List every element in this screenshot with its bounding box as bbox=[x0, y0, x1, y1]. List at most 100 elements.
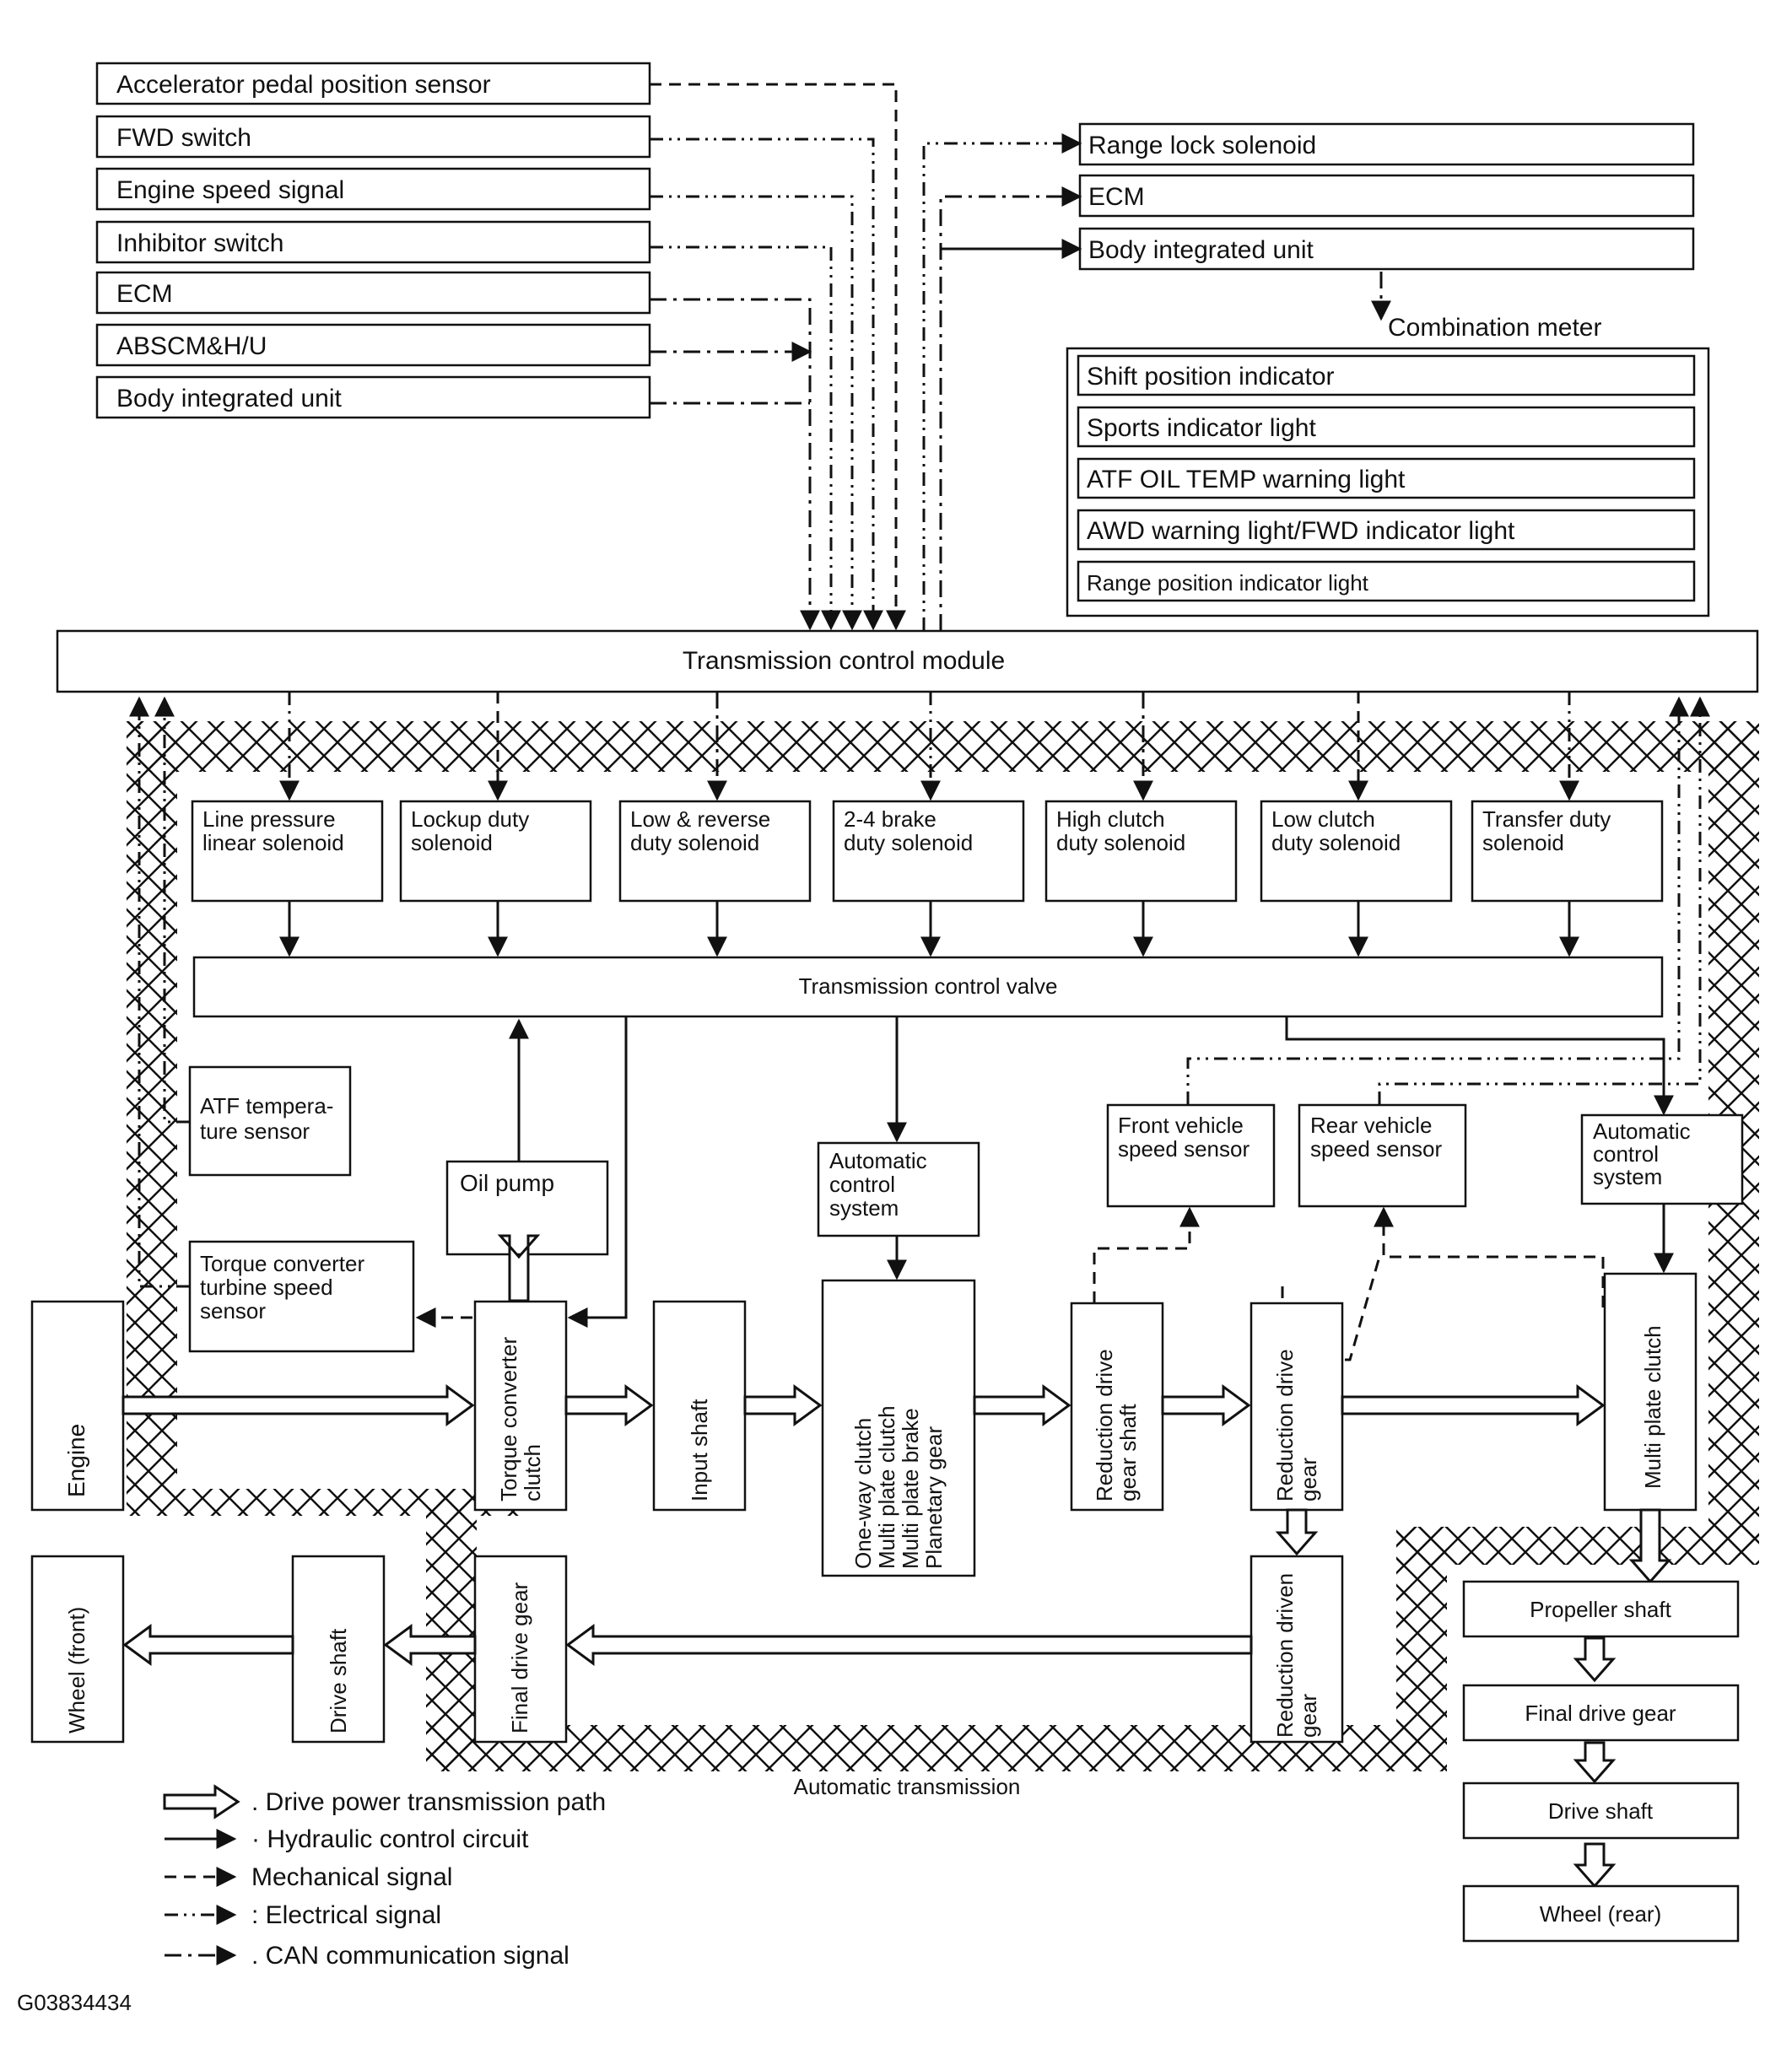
svg-text:Low clutch: Low clutch bbox=[1271, 806, 1375, 832]
rear-vehicle-speed-sensor: Rear vehicle speed sensor bbox=[1298, 696, 1710, 1208]
svg-text:: Electrical signal: : Electrical signal bbox=[251, 1901, 441, 1929]
meter-item: Shift position indicator bbox=[1077, 354, 1696, 396]
input-box: Inhibitor switch bbox=[95, 220, 651, 264]
svg-text:Rear vehicle: Rear vehicle bbox=[1310, 1113, 1433, 1138]
svg-text:ECM: ECM bbox=[1088, 183, 1145, 211]
svg-text:Front vehicle: Front vehicle bbox=[1118, 1113, 1244, 1138]
meter-item: AWD warning light/FWD indicator light bbox=[1077, 509, 1696, 551]
automatic-control-system-right: Automatic control system bbox=[1285, 1016, 1744, 1274]
svg-text:Transfer duty: Transfer duty bbox=[1482, 806, 1611, 832]
oil-pump: Oil pump bbox=[445, 1018, 609, 1256]
svg-text:Torque converter: Torque converter bbox=[200, 1251, 364, 1276]
rear-chain-box: Propeller shaft bbox=[1462, 1580, 1740, 1638]
svg-text:ATF OIL TEMP warning light: ATF OIL TEMP warning light bbox=[1087, 466, 1406, 493]
rear-chain-box: Final drive gear bbox=[1462, 1684, 1740, 1742]
combination-meter: Combination meter Shift position indicat… bbox=[1066, 272, 1710, 617]
svg-text:speed sensor: speed sensor bbox=[1118, 1136, 1250, 1162]
svg-text:gear: gear bbox=[1296, 1694, 1321, 1738]
transmission-housing-outline bbox=[127, 721, 1759, 1771]
svg-text:Input shaft: Input shaft bbox=[687, 1399, 712, 1501]
transmission-control-module: Transmission control module bbox=[56, 629, 1759, 693]
power-arrow bbox=[121, 1384, 475, 1426]
svg-text:gear shaft: gear shaft bbox=[1115, 1404, 1141, 1501]
svg-text:Multi plate clutch: Multi plate clutch bbox=[1640, 1325, 1665, 1489]
svg-text:ECM: ECM bbox=[116, 280, 173, 308]
svg-text:solenoid: solenoid bbox=[1482, 830, 1564, 855]
svg-text:AWD warning light/FWD indicato: AWD warning light/FWD indicator light bbox=[1087, 517, 1515, 545]
svg-text:Automatic: Automatic bbox=[829, 1148, 927, 1173]
power-arrow bbox=[383, 1624, 477, 1666]
svg-text:ture sensor: ture sensor bbox=[200, 1119, 310, 1144]
svg-text:sensor: sensor bbox=[200, 1298, 266, 1323]
svg-text:Multi plate clutch: Multi plate clutch bbox=[874, 1405, 899, 1569]
svg-text:Drive shaft: Drive shaft bbox=[1548, 1798, 1654, 1824]
output-box: Range lock solenoid bbox=[1078, 122, 1695, 166]
svg-text:Drive shaft: Drive shaft bbox=[326, 1628, 351, 1733]
transmission-control-valve: Transmission control valve bbox=[192, 956, 1664, 1018]
svg-text:Sports indicator light: Sports indicator light bbox=[1087, 414, 1316, 442]
drive-shaft-front-box bbox=[291, 1555, 386, 1744]
svg-text:Inhibitor switch: Inhibitor switch bbox=[116, 229, 283, 257]
svg-text:speed sensor: speed sensor bbox=[1310, 1136, 1442, 1162]
input-box: Accelerator pedal position sensor bbox=[95, 62, 651, 105]
input-box: Engine speed signal bbox=[95, 167, 651, 211]
final-drive-gear-front-box bbox=[473, 1555, 568, 1744]
svg-text:· Hydraulic control circuit: · Hydraulic control circuit bbox=[251, 1825, 529, 1853]
svg-text:Reduction drive: Reduction drive bbox=[1092, 1349, 1117, 1501]
power-arrow bbox=[1573, 1636, 1617, 1683]
output-box: Body integrated unit bbox=[1078, 227, 1695, 271]
svg-text:duty solenoid: duty solenoid bbox=[630, 830, 759, 855]
power-arrow bbox=[1341, 1384, 1606, 1426]
reduction-driven-gear-box bbox=[1250, 1555, 1344, 1744]
figure-id: G03834434 bbox=[17, 1990, 132, 2015]
svg-text:Planetary gear: Planetary gear bbox=[921, 1426, 947, 1569]
meter-item: Range position indicator light bbox=[1077, 560, 1696, 602]
meter-item: ATF OIL TEMP warning light bbox=[1077, 457, 1696, 499]
svg-text:system: system bbox=[1593, 1164, 1662, 1189]
automatic-transmission-label: Automatic transmission bbox=[794, 1774, 1021, 1799]
svg-text:control: control bbox=[829, 1172, 895, 1197]
svg-text:Low & reverse: Low & reverse bbox=[630, 806, 770, 832]
svg-text:Line pressure: Line pressure bbox=[202, 806, 336, 832]
input-box: FWD switch bbox=[95, 115, 651, 159]
svg-text:High clutch: High clutch bbox=[1056, 806, 1165, 832]
reduction-drive-gear-box bbox=[1250, 1302, 1344, 1512]
svg-text:linear solenoid: linear solenoid bbox=[202, 830, 344, 855]
svg-text:FWD switch: FWD switch bbox=[116, 124, 251, 152]
atf-temperature-sensor: ATF tempera- ture sensor bbox=[154, 696, 352, 1177]
legend-item: Mechanical signal bbox=[165, 1863, 452, 1891]
svg-text:One-way clutch: One-way clutch bbox=[850, 1418, 876, 1569]
legend-item: . Drive power transmission path bbox=[163, 1784, 606, 1819]
legend-item: · Hydraulic control circuit bbox=[165, 1825, 529, 1853]
power-arrow bbox=[1573, 1842, 1617, 1889]
rear-chain-box: Wheel (rear) bbox=[1462, 1884, 1740, 1943]
svg-text:gear: gear bbox=[1296, 1458, 1321, 1501]
control-valve-label: Transmission control valve bbox=[799, 973, 1058, 999]
power-arrow bbox=[122, 1624, 294, 1666]
gearset-box bbox=[821, 1279, 976, 1577]
reduction-drive-shaft-box bbox=[1070, 1302, 1164, 1512]
input-signal-lines bbox=[650, 83, 1082, 631]
power-arrow bbox=[1573, 1741, 1617, 1784]
svg-text:Mechanical signal: Mechanical signal bbox=[251, 1863, 452, 1891]
svg-text:Final drive gear: Final drive gear bbox=[1525, 1701, 1676, 1726]
input-box: ABSCM&H/U bbox=[95, 323, 651, 367]
svg-text:Body integrated unit: Body integrated unit bbox=[116, 385, 343, 412]
tcm-label: Transmission control module bbox=[683, 647, 1005, 675]
svg-text:Engine: Engine bbox=[63, 1424, 89, 1497]
power-arrow bbox=[1628, 1508, 1672, 1584]
svg-text:Wheel (front): Wheel (front) bbox=[64, 1607, 89, 1733]
drivetrain: Engine Torque converter clutch Input sha… bbox=[30, 1272, 1698, 1744]
svg-text:Engine speed signal: Engine speed signal bbox=[116, 176, 344, 204]
svg-text:duty solenoid: duty solenoid bbox=[1056, 830, 1185, 855]
svg-text:system: system bbox=[829, 1195, 899, 1221]
svg-text:Reduction drive: Reduction drive bbox=[1272, 1349, 1298, 1501]
rear-chain-box: Drive shaft bbox=[1462, 1782, 1740, 1840]
